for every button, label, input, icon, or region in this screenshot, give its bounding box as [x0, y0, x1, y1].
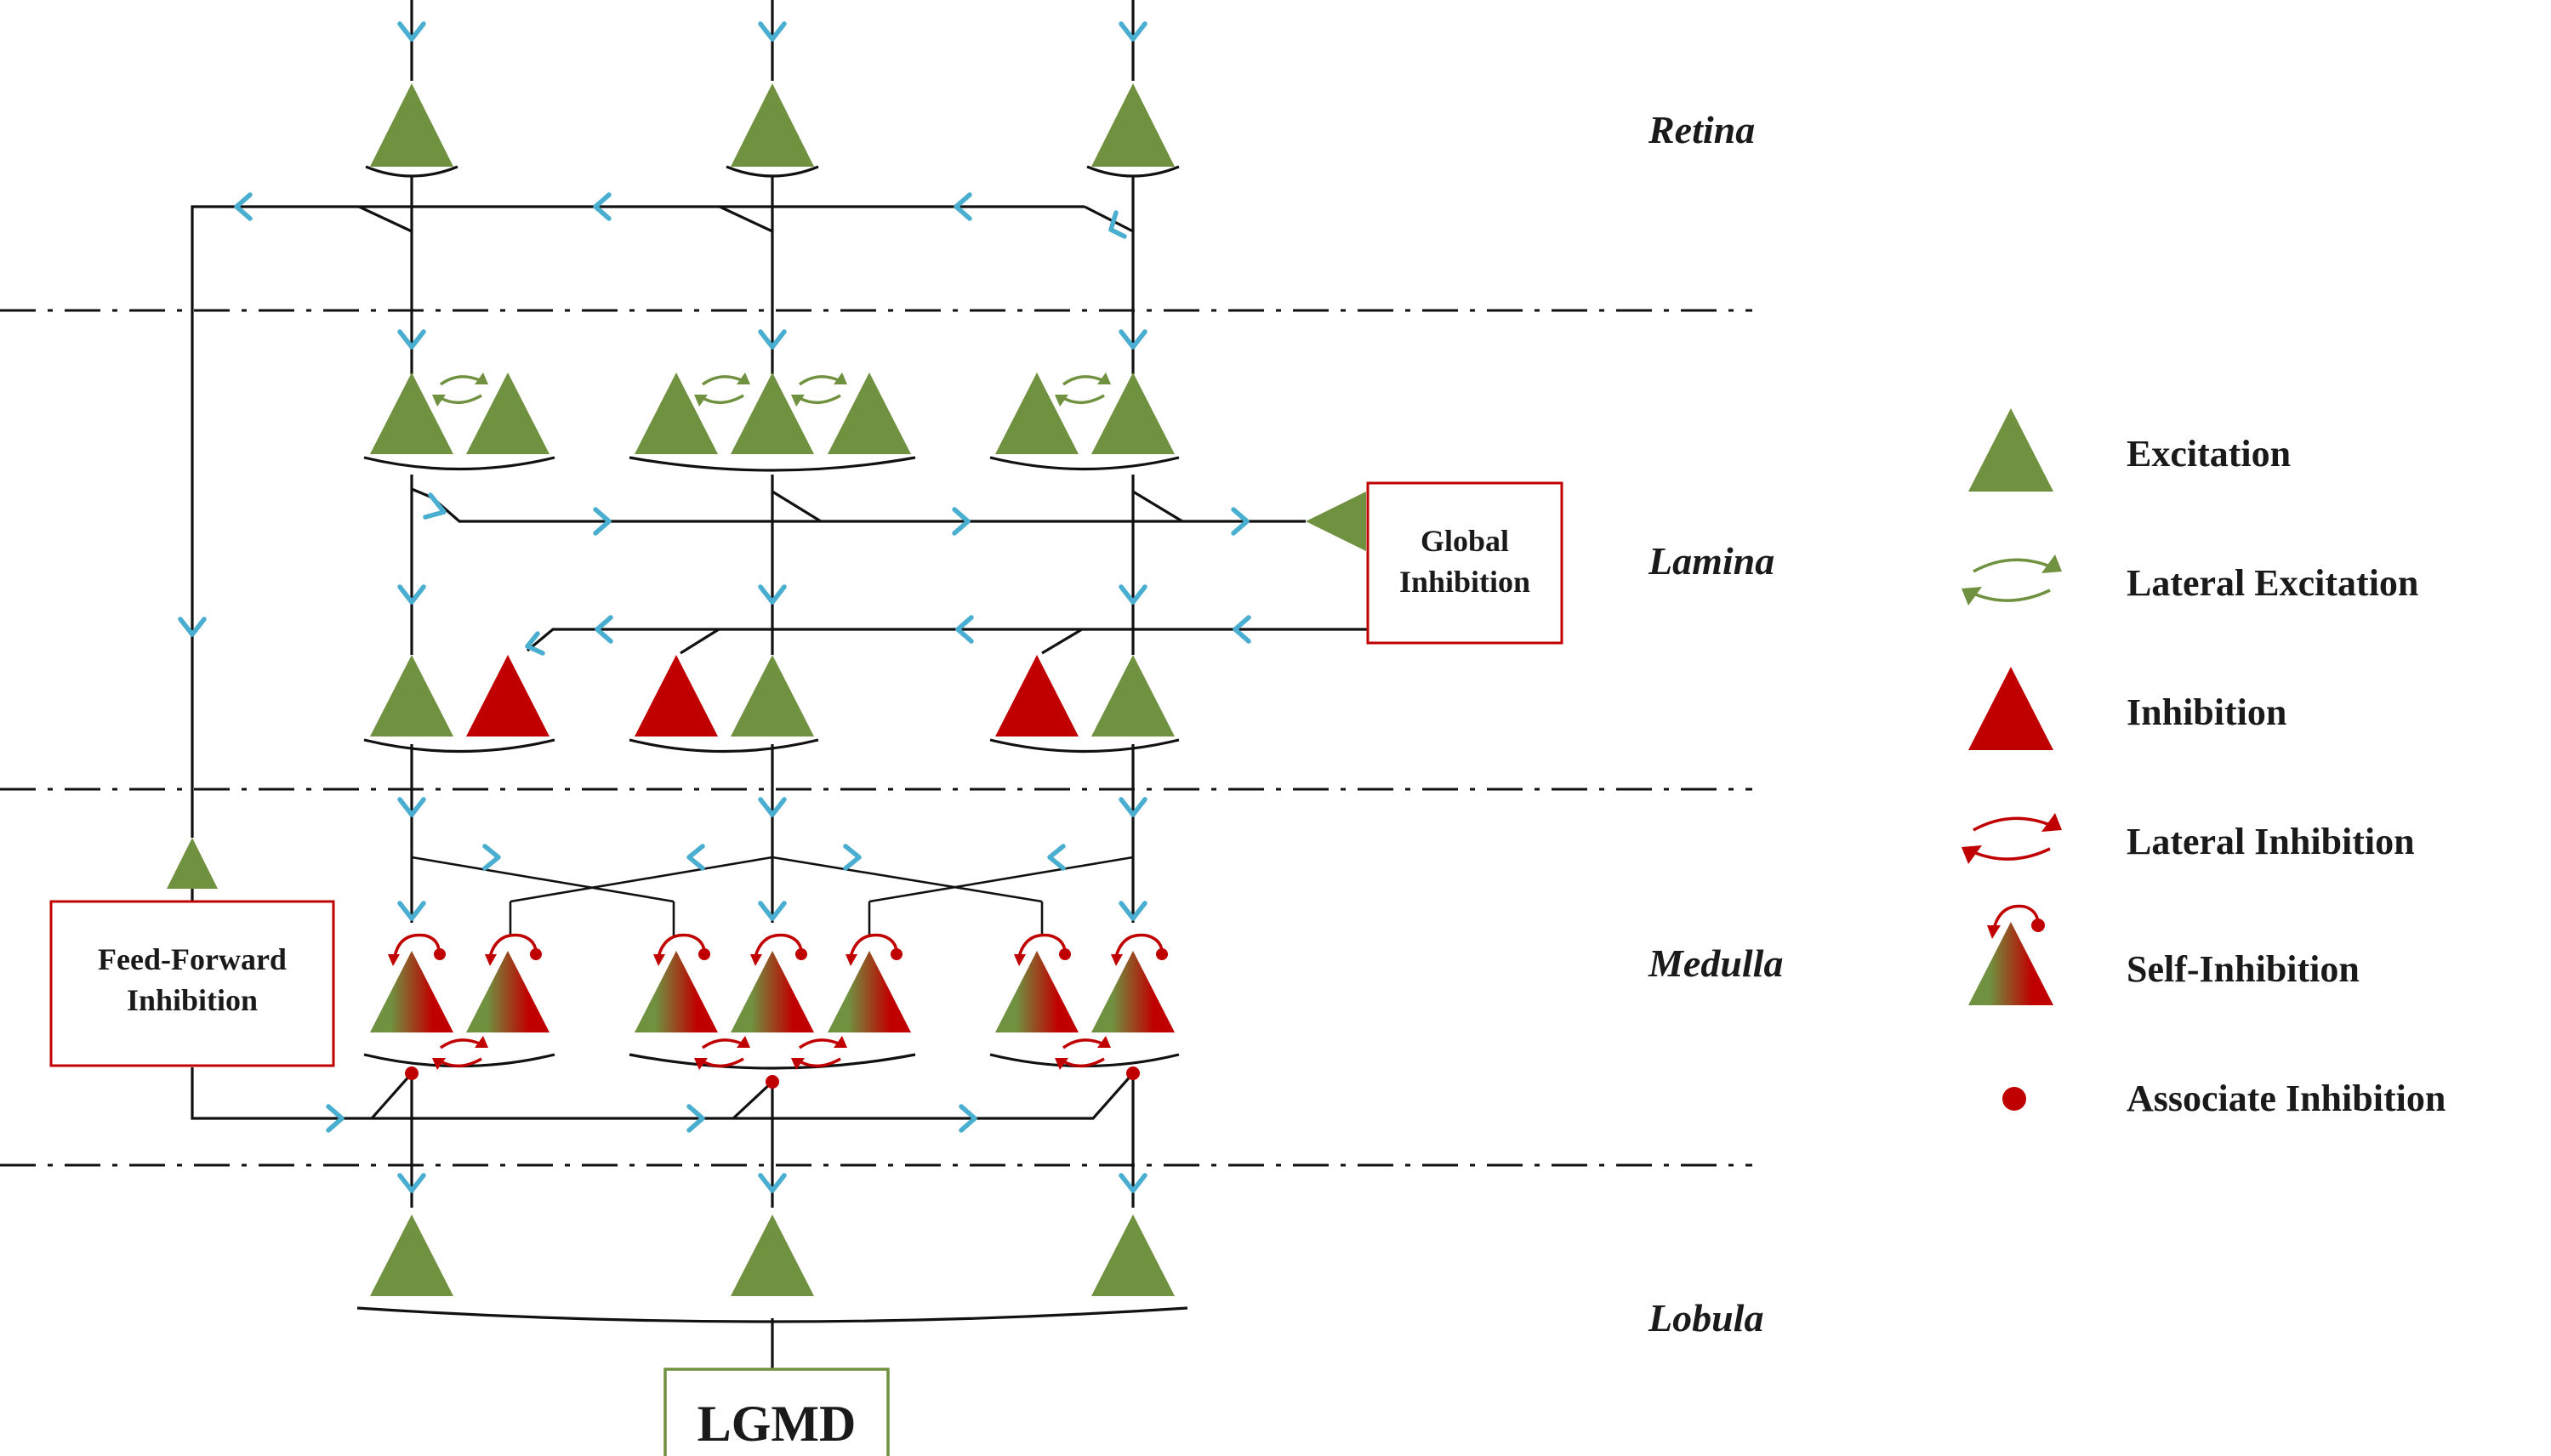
feed-forward-output-triangle [167, 838, 218, 889]
legend-item-excitation: Excitation [1968, 408, 2291, 492]
layer-label-medulla: Medulla [1648, 941, 1783, 985]
global-inhibition-input-triangle [1306, 492, 1366, 551]
lateral-excitation-icon [1962, 555, 2062, 606]
global-inhibition-box: Global Inhibition [1306, 481, 1563, 645]
inhibition-icon [1968, 667, 2053, 750]
legend-label-inhibition: Inhibition [2127, 691, 2286, 733]
layer-labels: Retina Lamina Medulla Lobula [1648, 108, 1783, 1339]
associate-inhibition-icon [405, 1066, 1140, 1089]
layer-label-lamina: Lamina [1648, 539, 1774, 583]
connection-wires [191, 0, 1368, 1369]
global-inhibition-label-1: Global [1421, 524, 1509, 558]
self-inhibition-icon [388, 933, 1168, 966]
chevron-down-icon [178, 21, 1147, 1193]
legend-label-self-inhibition: Self-Inhibition [2127, 948, 2360, 990]
layer-label-retina: Retina [1648, 108, 1755, 151]
legend-label-lateral-excitation: Lateral Excitation [2127, 562, 2418, 604]
lateral-inhibition-icon [432, 1036, 1111, 1070]
legend: Excitation Lateral Excitation Inhibition… [1962, 408, 2446, 1119]
chevron-right-icon [326, 492, 1250, 1133]
legend-label-associate-inhibition: Associate Inhibition [2127, 1078, 2446, 1119]
associate-inhibition-icon [2002, 1087, 2026, 1111]
signal-arrows [178, 21, 1251, 1193]
medulla-neurons [363, 933, 1180, 1089]
layer-label-lobula: Lobula [1648, 1296, 1763, 1339]
legend-item-lateral-inhibition: Lateral Inhibition [1962, 813, 2415, 864]
legend-item-self-inhibition: Self-Inhibition [1968, 904, 2360, 1005]
lobula-neurons [356, 1214, 1188, 1323]
lateral-inhibition-icon [1962, 813, 2062, 864]
global-inhibition-label-2: Inhibition [1399, 565, 1530, 599]
excitation-triangle [370, 83, 453, 167]
excitation-icon [1968, 408, 2053, 492]
legend-item-associate-inhibition: Associate Inhibition [2002, 1078, 2446, 1119]
excitation-triangle [731, 83, 814, 167]
excitation-triangle [1091, 83, 1175, 167]
chevron-left-icon [234, 192, 1251, 871]
lamina-lower-neurons [363, 655, 1180, 754]
retina-neurons [365, 83, 1180, 178]
legend-label-excitation: Excitation [2127, 433, 2291, 475]
legend-label-lateral-inhibition: Lateral Inhibition [2127, 821, 2415, 862]
layer-separators [0, 309, 1752, 1167]
lgmd-box: LGMD [663, 1368, 890, 1456]
self-inhibition-icon [1968, 904, 2053, 1005]
lateral-excitation-icon [432, 373, 1111, 407]
feed-forward-inhibition-box: Feed-Forward Inhibition [49, 838, 335, 1067]
feed-forward-label-1: Feed-Forward [98, 942, 287, 976]
lgmd-label: LGMD [698, 1396, 857, 1452]
lamina-upper-neurons [363, 373, 1180, 472]
legend-item-inhibition: Inhibition [1968, 667, 2286, 750]
feed-forward-label-2: Inhibition [127, 983, 258, 1017]
legend-item-lateral-excitation: Lateral Excitation [1962, 555, 2418, 606]
